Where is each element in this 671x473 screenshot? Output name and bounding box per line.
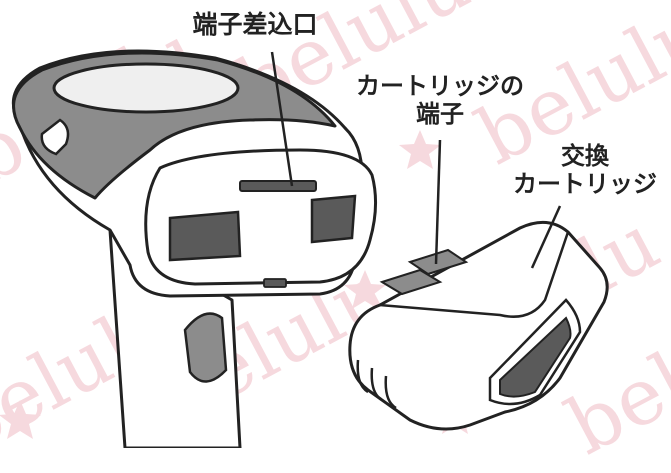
label-exchange-cartridge: 交換 カートリッジ — [505, 142, 665, 199]
star-icon — [344, 270, 386, 309]
leader-line-exchange — [530, 205, 562, 269]
device-illustration — [0, 49, 609, 448]
device-lens — [52, 62, 240, 114]
star-icon — [0, 400, 41, 439]
star-icon — [399, 130, 441, 169]
right-window — [310, 194, 357, 244]
side-button — [40, 118, 70, 156]
label-exchange-line2: カートリッジ — [513, 170, 657, 199]
label-terminal-line1: カートリッジの — [356, 72, 524, 100]
bottom-slot — [263, 278, 287, 288]
label-port: 端子差込口 — [170, 10, 340, 40]
handle-grip — [183, 312, 228, 383]
leader-line-port — [270, 51, 294, 187]
label-cartridge-terminal: カートリッジの 端子 — [340, 72, 540, 129]
leader-line-terminal — [434, 139, 442, 265]
terminal-slot — [239, 180, 317, 192]
left-window — [168, 210, 242, 262]
label-terminal-line2: 端子 — [416, 100, 464, 129]
cartridge-window — [499, 316, 572, 398]
label-port-text: 端子差込口 — [192, 10, 318, 39]
cartridge-terminal — [379, 268, 443, 296]
grip-ridge — [384, 375, 397, 410]
grip-ridge — [370, 367, 383, 402]
label-exchange-line1: 交換 — [561, 142, 609, 170]
grip-ridge — [356, 359, 369, 394]
cartridge-edge — [379, 231, 570, 318]
